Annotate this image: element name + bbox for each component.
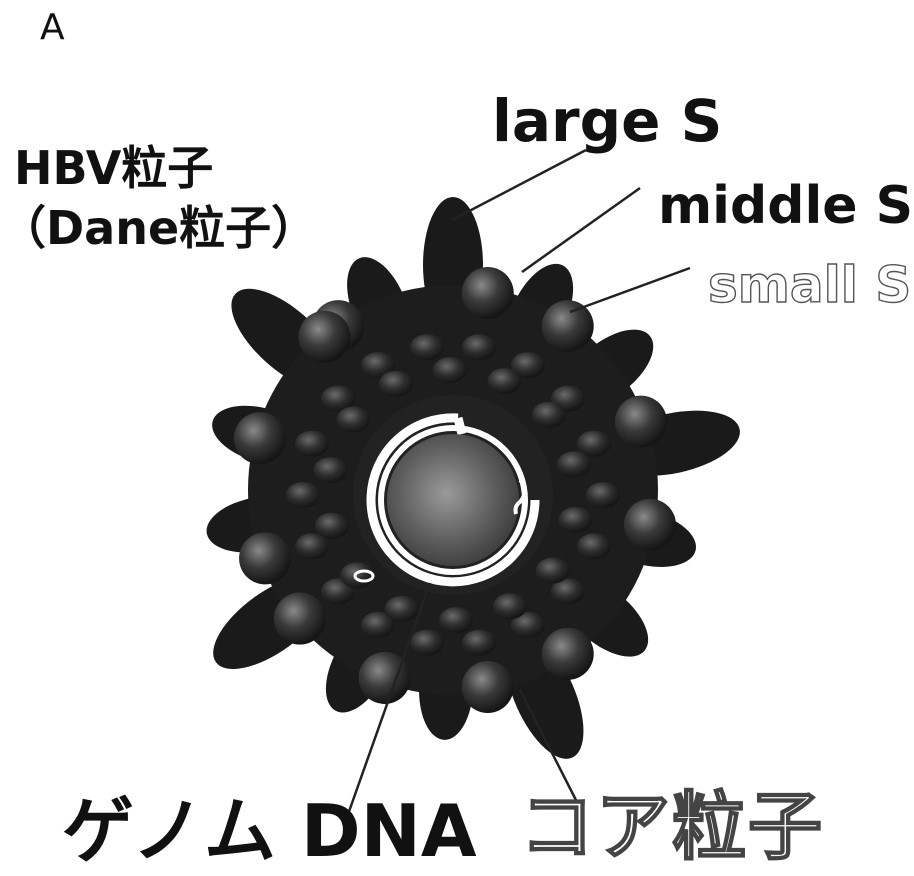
small-s-sphere: [624, 499, 676, 551]
core-protein-bump: [439, 607, 473, 633]
core-protein-bump: [462, 630, 496, 656]
core-protein-bump: [487, 368, 521, 394]
small-s-sphere: [542, 300, 594, 352]
leader-middle-s: [522, 188, 640, 272]
leader-large-s: [452, 150, 586, 220]
core-protein-bump: [586, 482, 620, 508]
small-s-sphere: [234, 412, 286, 464]
label-middle-s: middle S: [658, 180, 913, 232]
core-protein-bump: [295, 431, 329, 457]
core-center: [387, 434, 519, 566]
small-s-sphere: [298, 311, 350, 363]
core-protein-bump: [340, 562, 374, 588]
panel-letter: A: [40, 10, 65, 46]
core-protein-bump: [410, 630, 444, 656]
label-genome-dna: ゲノム DNA: [62, 795, 477, 867]
label-small-s: small S: [708, 260, 911, 310]
label-large-s: large S: [492, 92, 722, 150]
small-s-sphere: [462, 661, 514, 713]
core-protein-bump: [410, 334, 444, 360]
particle-title: HBV粒子: [14, 145, 213, 191]
core-protein-bump: [385, 596, 419, 622]
label-core-particle: コア粒子: [520, 790, 824, 864]
small-s-sphere: [615, 396, 667, 448]
small-s-sphere: [462, 267, 514, 319]
small-s-sphere: [274, 593, 326, 645]
core-protein-bump: [532, 402, 566, 428]
core-protein-bump: [577, 533, 611, 559]
small-s-sphere: [542, 628, 594, 680]
core-protein-bump: [379, 371, 413, 397]
leader-small-s: [570, 268, 690, 312]
core-protein-bump: [315, 513, 349, 539]
core-protein-bump: [313, 457, 347, 483]
core-protein-bump: [433, 357, 467, 383]
particle-subtitle: （Dane粒子）: [0, 205, 317, 251]
core-protein-bump: [493, 593, 527, 619]
small-s-sphere: [239, 532, 291, 584]
core-protein-bump: [536, 558, 570, 584]
core-protein-bump: [286, 482, 320, 508]
core-protein-bump: [559, 507, 593, 533]
core-protein-bump: [336, 406, 370, 432]
core-protein-bump: [462, 334, 496, 360]
core-protein-bump: [557, 451, 591, 477]
